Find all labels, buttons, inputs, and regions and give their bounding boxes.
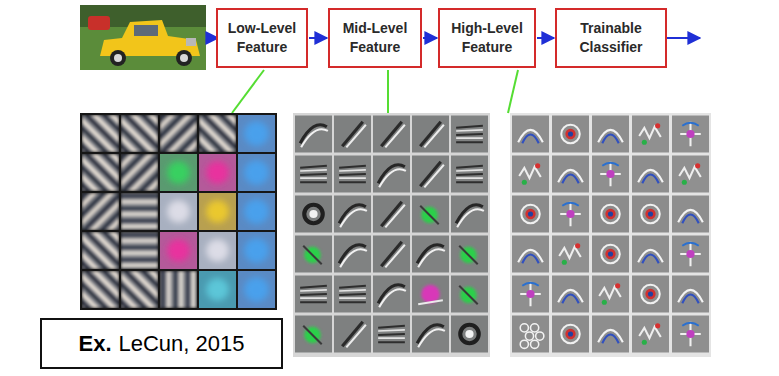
flow-arrow bbox=[309, 37, 327, 39]
flow-arrow bbox=[423, 37, 437, 39]
box-label: Low-Level Feature bbox=[226, 19, 298, 57]
high-level-filters bbox=[510, 113, 711, 357]
example-label-box: Ex. LeCun, 2015 bbox=[40, 318, 283, 369]
process-box: Trainable Classifier bbox=[555, 8, 667, 68]
flow-arrow bbox=[537, 37, 554, 39]
citation: LeCun, 2015 bbox=[119, 331, 245, 357]
box-label: Mid-Level Feature bbox=[338, 19, 412, 57]
process-box: High-Level Feature bbox=[438, 8, 536, 68]
leader-lines bbox=[232, 70, 518, 113]
box-label: High-Level Feature bbox=[448, 19, 526, 57]
example-tag: Ex. bbox=[78, 331, 111, 357]
low-level-filters bbox=[80, 113, 277, 310]
process-box: Low-Level Feature bbox=[216, 8, 308, 68]
process-box: Mid-Level Feature bbox=[328, 8, 422, 68]
box-label: Trainable Classifier bbox=[565, 19, 657, 57]
car-photo bbox=[80, 5, 206, 70]
mid-level-filters bbox=[293, 113, 490, 357]
